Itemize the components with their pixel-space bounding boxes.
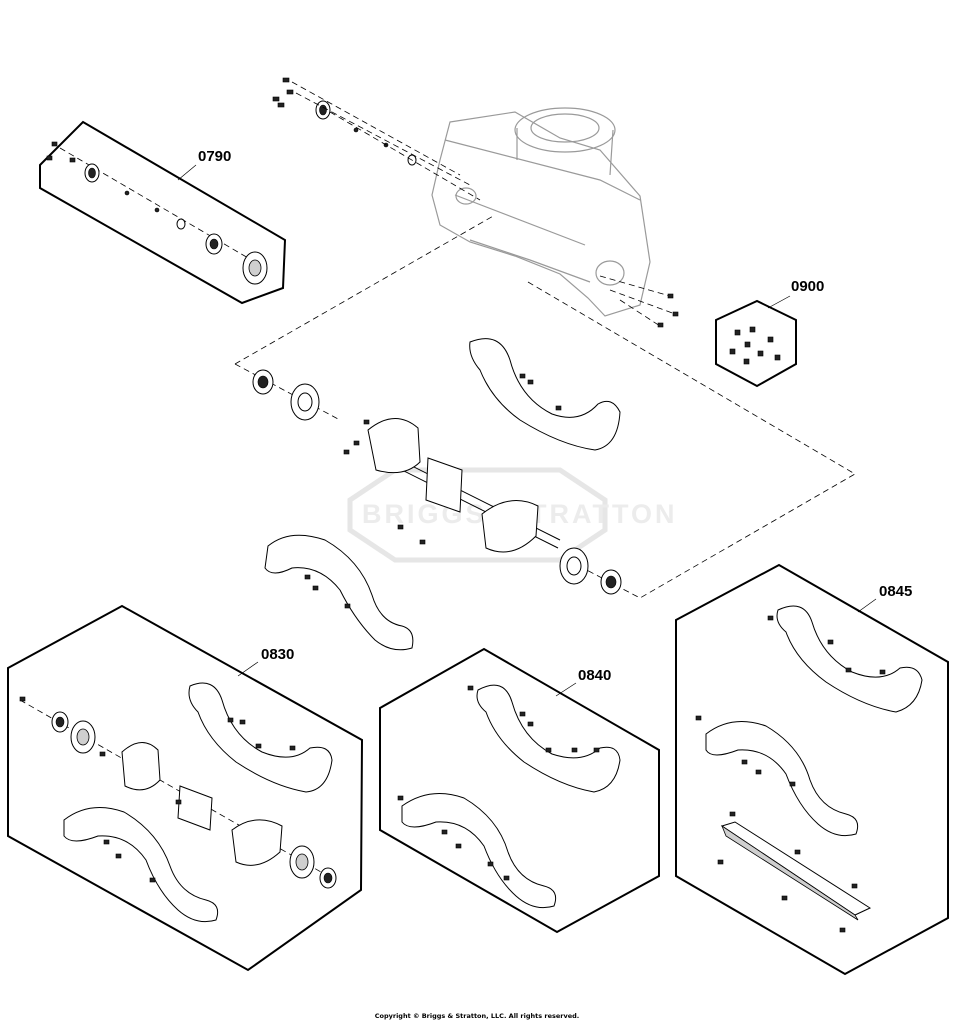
auger-housing [431, 107, 651, 317]
bearing-icon [252, 369, 274, 395]
housing-hardware-right [599, 275, 679, 328]
housing-hardware-top [272, 77, 481, 201]
callout-0900: 0900 [791, 278, 824, 295]
kit-0790[interactable]: 0790 [39, 120, 287, 305]
copyright-text: Copyright © Briggs & Stratton, LLC. All … [374, 1012, 580, 1020]
bolt-icon [99, 717, 296, 883]
bolt-icon [46, 155, 53, 161]
auger-hub-plate-right [481, 500, 539, 553]
kit-0840[interactable]: 0840 [379, 647, 660, 934]
bearing-icon [600, 569, 622, 595]
auger-flight-upper [469, 338, 621, 451]
flange-icon [289, 845, 315, 879]
bolt-icon [19, 696, 26, 702]
auger-flight-lower [264, 534, 414, 651]
bolt-icon [69, 157, 76, 163]
bolt-icon [695, 615, 886, 933]
kit-0845[interactable]: 0845 [675, 563, 949, 976]
kit-0900[interactable]: 0900 [715, 278, 824, 388]
callout-0840: 0840 [578, 667, 611, 684]
flange-icon [242, 251, 268, 285]
bearing-icon [319, 867, 337, 889]
bolt-icon [304, 373, 562, 609]
assembly-outline [234, 214, 856, 599]
auger-hub-plate-left [367, 418, 421, 474]
bearing-icon [315, 100, 331, 120]
bearing-icon [51, 711, 69, 733]
bearing-icon [84, 163, 100, 183]
auger-center-plate [425, 457, 463, 513]
callout-0830: 0830 [261, 646, 294, 663]
kit-0830[interactable]: 0830 [7, 604, 364, 972]
flange-icon [70, 720, 96, 754]
bearing-icon [205, 233, 223, 255]
bolt-icon [397, 685, 600, 881]
callout-0790: 0790 [198, 148, 231, 165]
main-auger-assembly [252, 338, 622, 651]
flange-icon [559, 547, 589, 585]
bolt-icon [272, 77, 294, 108]
flange-icon [290, 383, 320, 421]
callout-0845: 0845 [879, 583, 912, 600]
bolt-icon [729, 326, 781, 365]
bolt-icon [51, 141, 58, 147]
